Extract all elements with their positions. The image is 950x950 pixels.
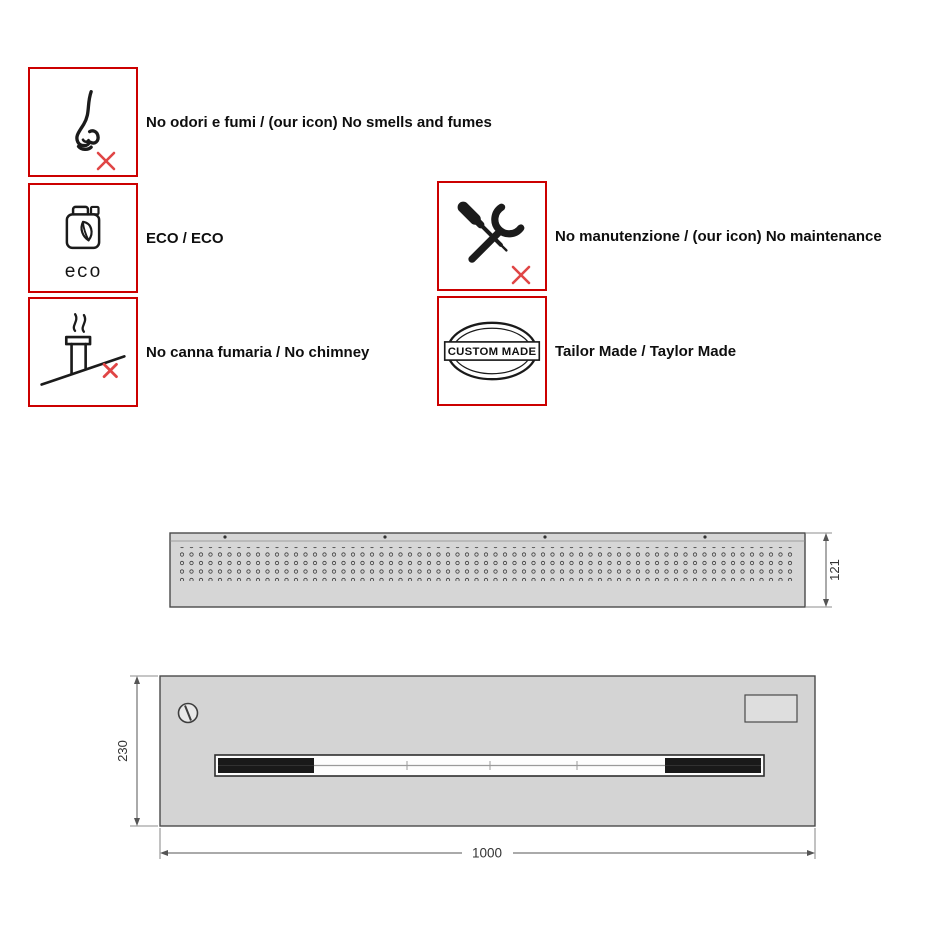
custom-made-stamp-icon: CUSTOM MADE xyxy=(443,321,541,381)
burner-top-view-drawing: 121 xyxy=(169,532,840,608)
burner-slot xyxy=(214,754,765,777)
front-view-height-dimension: 230 xyxy=(115,740,130,762)
height-dimension-extension-lines xyxy=(130,675,158,827)
burner-front-view-drawing: 230 1000 xyxy=(115,675,816,861)
feature-no-chimney-label: No canna fumaria / No chimney xyxy=(146,343,370,361)
width-dimension-extension-lines xyxy=(159,828,816,859)
feature-tailor-made-label: Tailor Made / Taylor Made xyxy=(555,342,737,360)
front-view-plate xyxy=(744,694,798,723)
feature-eco: eco ECO / ECO xyxy=(28,183,224,293)
tailor-made-icon-box: CUSTOM MADE xyxy=(437,296,547,406)
tools-icon xyxy=(457,201,525,263)
dimension-arrow xyxy=(134,818,140,826)
no-smells-icon-box xyxy=(28,67,138,177)
burner-perforations xyxy=(180,547,795,581)
cross-icon xyxy=(102,362,118,379)
top-view-depth-dimension: 121 xyxy=(827,559,840,581)
dimension-arrow xyxy=(134,676,140,684)
slot-tick-marks xyxy=(406,761,578,770)
feature-tailor-made: CUSTOM MADE Tailor Made / Taylor Made xyxy=(437,296,736,406)
top-view-screw-marks xyxy=(223,535,707,539)
front-view-width-dimension: 1000 xyxy=(472,846,502,861)
cross-icon xyxy=(511,265,531,285)
eco-fuel-can-icon xyxy=(65,205,101,249)
eco-caption: eco xyxy=(64,260,102,283)
dimension-arrow xyxy=(160,850,168,856)
feature-no-maintenance-label: No manutenzione / (our icon) No maintena… xyxy=(555,227,882,245)
custom-made-stamp-text: CUSTOM MADE xyxy=(448,346,537,358)
burner-front-view-body xyxy=(159,675,816,827)
feature-no-chimney: No canna fumaria / No chimney xyxy=(28,297,369,407)
feature-no-smells: No odori e fumi / (our icon) No smells a… xyxy=(28,67,492,177)
feature-eco-label: ECO / ECO xyxy=(146,229,224,247)
dimension-arrow xyxy=(823,599,829,607)
depth-dimension-extension-lines xyxy=(806,532,832,608)
no-maintenance-icon-box xyxy=(437,181,547,291)
cross-icon xyxy=(96,151,116,171)
feature-no-smells-label: No odori e fumi / (our icon) No smells a… xyxy=(146,113,492,131)
dimension-arrow xyxy=(807,850,815,856)
eco-icon-box: eco xyxy=(28,183,138,293)
nose-icon xyxy=(75,89,100,151)
no-chimney-icon-box xyxy=(28,297,138,407)
feature-no-maintenance: No manutenzione / (our icon) No maintena… xyxy=(437,181,882,291)
chimney-icon xyxy=(40,313,126,386)
adjustment-knob-icon xyxy=(177,702,199,724)
dimension-arrow xyxy=(823,533,829,541)
